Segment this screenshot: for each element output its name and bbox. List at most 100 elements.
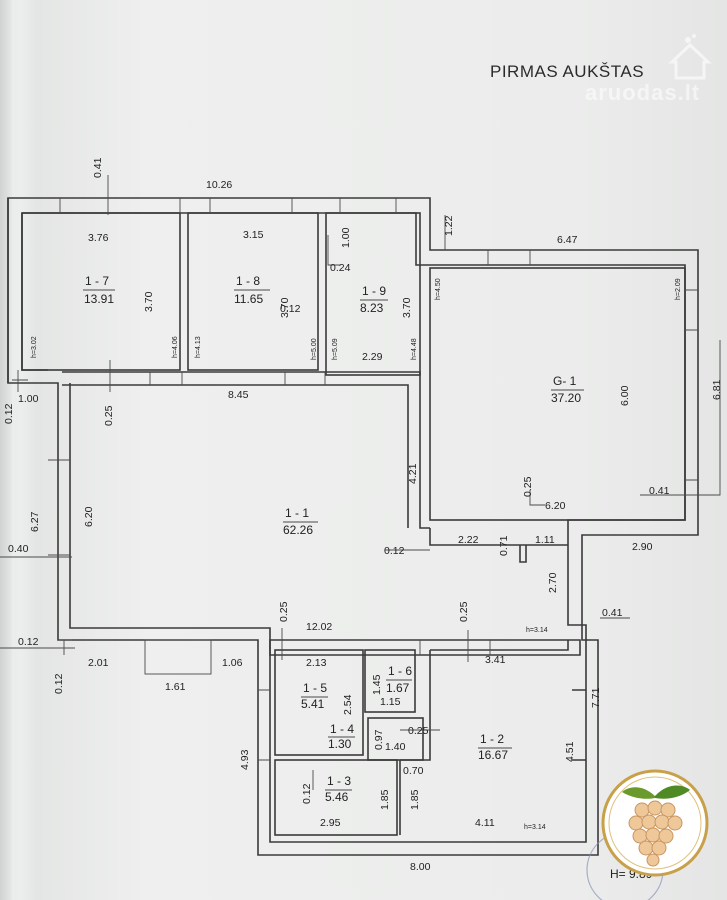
room-1-1-id: 1 - 1: [285, 506, 309, 520]
room-1-8-id: 1 - 8: [236, 274, 260, 288]
dim-label: 4.21: [407, 463, 419, 484]
binder-fold: [0, 0, 12, 900]
dim-label: 1.85: [379, 789, 391, 810]
dim-label: 0.24: [330, 262, 351, 274]
room-1-5-id: 1 - 5: [303, 681, 327, 695]
vertical-dimension-labels: 0.41 1.22 1.00 3.70 3.70 3.70 6.00 6.81 …: [3, 157, 723, 810]
dimension-labels: 10.26 6.47 3.76 3.15 0.24 0.12 2.29 1.00…: [8, 179, 670, 873]
dim-label: 6.20: [545, 500, 566, 512]
room-1-9-id: 1 - 9: [362, 284, 386, 298]
room-1-3-id: 1 - 3: [327, 774, 351, 788]
dim-label: 3.70: [401, 297, 413, 318]
room-1-7-id: 1 - 7: [85, 274, 109, 288]
dim-label: 4.51: [564, 741, 576, 762]
dim-label: 1.22: [443, 215, 455, 236]
room-1-3-area: 5.46: [325, 790, 349, 804]
dim-label: 0.41: [649, 485, 670, 497]
dim-label: 3.70: [279, 297, 291, 318]
dim-label: 6.20: [83, 506, 95, 527]
dim-label: 10.26: [206, 179, 232, 191]
height-label: h=4.48: [411, 338, 418, 360]
dimension-lines: [0, 175, 721, 790]
room-1-2-id: 1 - 2: [480, 732, 504, 746]
room-1-6-id: 1 - 6: [388, 664, 412, 678]
dim-label: 0.40: [8, 543, 29, 555]
room-1-5-area: 5.41: [301, 697, 325, 711]
dim-label: 4.11: [475, 817, 495, 829]
height-label: h=5.00: [311, 338, 318, 360]
dim-label: 8.00: [410, 861, 431, 873]
dim-label: 1.15: [380, 696, 401, 708]
dim-label: 1.00: [18, 393, 39, 405]
room-1-1-area: 62.26: [283, 523, 313, 537]
dim-label: 0.25: [103, 405, 115, 426]
dim-label: 0.71: [498, 535, 510, 556]
room-1-4-area: 1.30: [328, 737, 352, 751]
dim-label: 0.25: [278, 601, 290, 622]
dim-label: 1.85: [409, 789, 421, 810]
watermark-text: aruodas.lt: [585, 80, 701, 105]
height-label: h=4.13: [195, 336, 202, 358]
dim-label: 2.70: [547, 572, 559, 593]
dim-label: 2.90: [632, 541, 653, 553]
room-1-7-area: 13.91: [84, 292, 114, 306]
height-label: h=3.14: [526, 627, 548, 634]
height-label: h=3.14: [524, 824, 546, 831]
dim-label: 6.27: [29, 511, 41, 532]
height-labels: h=3.02 h=4.06 h=4.13 h=5.00 h=5.09 h=4.4…: [31, 278, 682, 831]
window-openings: [48, 198, 698, 761]
room-g-1-id: G- 1: [553, 374, 577, 388]
room-labels: 1 - 7 13.91 1 - 8 11.65 1 - 9 8.23 G- 1 …: [83, 274, 584, 804]
dim-label: 3.70: [143, 291, 155, 312]
dim-label: 1.45: [371, 674, 383, 695]
dim-label: 0.12: [18, 636, 39, 648]
dim-label: 1.61: [165, 681, 186, 693]
dim-label: 2.01: [88, 657, 109, 669]
dim-label: 0.12: [384, 545, 405, 557]
height-label: h=5.09: [332, 338, 339, 360]
room-1-6-area: 1.67: [386, 681, 410, 695]
dim-label: 0.12: [280, 303, 301, 315]
dim-label: 0.25: [408, 725, 429, 737]
dim-label: 2.13: [306, 657, 327, 669]
dim-label: 3.41: [485, 654, 506, 666]
dim-label: 3.76: [88, 232, 109, 244]
dim-label: 12.02: [306, 621, 332, 633]
dim-label: 2.29: [362, 351, 383, 363]
room-1-8-area: 11.65: [234, 292, 263, 306]
dim-label: 0.25: [458, 601, 470, 622]
dim-label: 0.70: [403, 765, 424, 777]
dim-label: 6.00: [619, 385, 631, 406]
dim-label: 7.71: [590, 687, 602, 708]
height-label: h=3.02: [31, 336, 38, 358]
dim-label: 2.95: [320, 817, 341, 829]
height-label: h=4.06: [172, 336, 179, 358]
dim-label: 4.93: [239, 749, 251, 770]
dim-label: 2.22: [458, 534, 479, 546]
room-1-2-area: 16.67: [478, 748, 508, 762]
dim-label: 8.45: [228, 389, 249, 401]
room-1-9-area: 8.23: [360, 301, 384, 315]
raspberry-logo-icon: [601, 769, 709, 877]
room-g-1-area: 37.20: [551, 391, 581, 405]
dim-label: 1.06: [222, 657, 243, 669]
room-1-4-id: 1 - 4: [330, 722, 354, 736]
dim-label: 0.25: [522, 476, 534, 497]
floor-title: PIRMAS AUKŠTAS: [490, 62, 645, 81]
dim-label: 0.97: [373, 729, 385, 750]
dim-label: 0.12: [301, 783, 313, 804]
dim-label: 6.47: [557, 234, 578, 246]
dim-label: 1.40: [385, 741, 406, 753]
height-label: h=4.50: [435, 278, 442, 300]
dim-label: 0.12: [3, 403, 15, 424]
dim-label: 6.81: [711, 379, 723, 400]
dim-label: 0.41: [92, 157, 104, 178]
house-icon: [668, 34, 712, 80]
interior-walls: [21, 212, 686, 836]
dim-label: 0.41: [602, 607, 623, 619]
dim-label: 1.00: [340, 227, 352, 248]
dim-label: 2.54: [342, 694, 354, 715]
dim-label: 1.11: [535, 534, 555, 546]
dim-label: 0.12: [53, 673, 65, 694]
